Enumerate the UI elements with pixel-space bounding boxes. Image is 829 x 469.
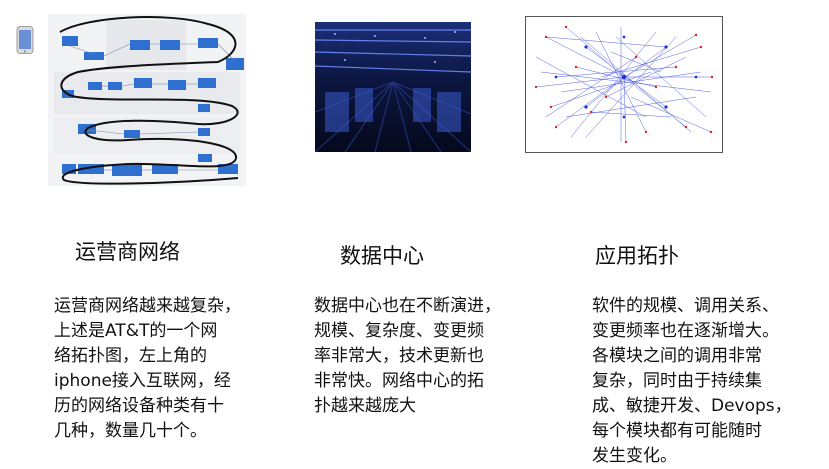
desc-line: iphone接入互联网，经 (54, 371, 231, 391)
network-topology-image (48, 14, 246, 186)
desc-line: 运营商网络越来越复杂， (54, 296, 241, 316)
datacenter-image (314, 22, 472, 153)
desc-line: 率非常大，技术更新也 (314, 346, 484, 366)
desc-line: 各模块之间的调用非常 (592, 346, 762, 366)
topology-graph-image (525, 16, 723, 153)
desc-line: 几种，数量几十个。 (54, 421, 207, 441)
desc-line: 数据中心也在不断演进， (314, 296, 501, 316)
desc-line: 扑越来越庞大 (314, 396, 416, 416)
desc-line: 规模、复杂度、变更频 (314, 321, 484, 341)
desc-app-topology: 软件的规模、调用关系、 变更频率也在逐渐增大。 各模块之间的调用非常 复杂，同时… (592, 294, 792, 469)
title-app-topology: 应用拓扑 (595, 244, 679, 268)
desc-carrier-network: 运营商网络越来越复杂， 上述是AT&T的一个网 络拓扑图，左上角的 iphone… (54, 294, 241, 444)
desc-line: 非常快。网络中心的拓 (314, 371, 484, 391)
desc-line: 软件的规模、调用关系、 (592, 296, 779, 316)
iphone-icon (16, 26, 34, 54)
desc-line: 每个模块都有可能随时 (592, 421, 762, 441)
desc-line: 复杂，同时由于持续集 (592, 371, 762, 391)
desc-line: 络拓扑图，左上角的 (54, 346, 207, 366)
desc-line: 发生变化。 (592, 446, 677, 466)
desc-line: 成、敏捷开发、Devops， (592, 396, 792, 416)
service-topology-graph-icon (534, 25, 714, 144)
desc-datacenter: 数据中心也在不断演进， 规模、复杂度、变更频 率非常大，技术更新也 非常快。网络… (314, 294, 501, 419)
title-datacenter: 数据中心 (340, 244, 424, 268)
desc-line: 历的网络设备种类有十 (54, 396, 224, 416)
desc-line: 变更频率也在逐渐增大。 (592, 321, 779, 341)
datacenter-photo-icon (314, 22, 472, 153)
network-topology-icon (48, 14, 246, 186)
desc-line: 上述是AT&T的一个网 (54, 321, 218, 341)
title-carrier-network: 运营商网络 (75, 240, 180, 264)
